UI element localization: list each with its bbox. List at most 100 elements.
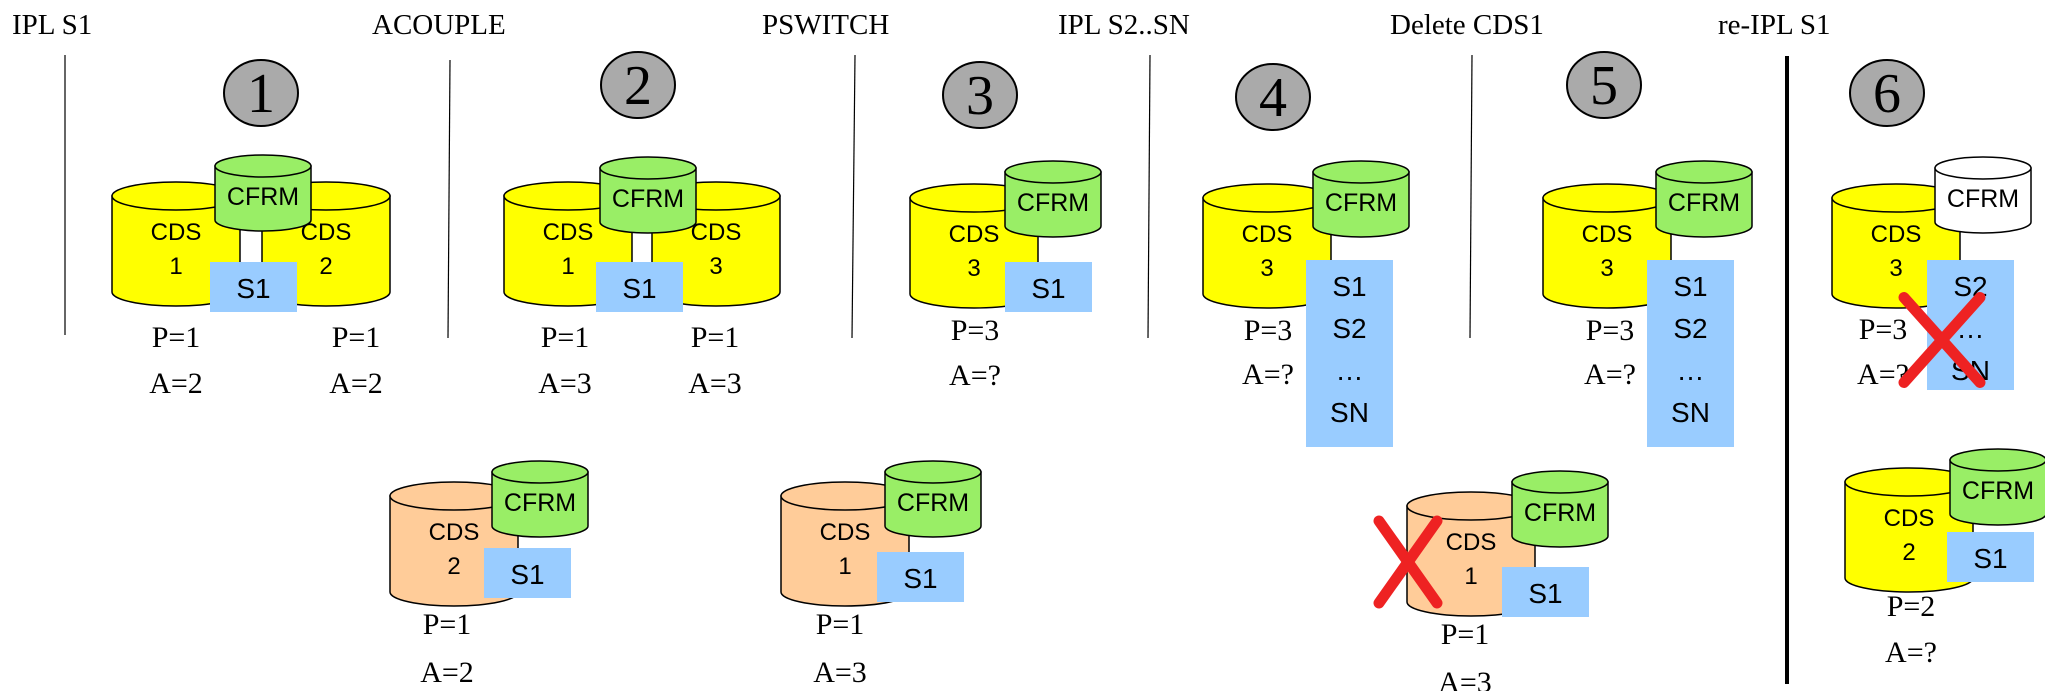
primary-value: P=2 — [1887, 590, 1936, 623]
step-separator-line — [1469, 54, 1473, 339]
cylinder-top — [1949, 448, 2045, 472]
primary-value: P=3 — [951, 314, 1000, 347]
step-number-circle-icon: 1 — [223, 59, 299, 127]
cds-label: 3 — [1889, 255, 1902, 282]
step-number-circle-icon: 4 — [1235, 63, 1311, 131]
cylinder-body — [1655, 171, 1753, 238]
system-name: S1 — [1528, 578, 1562, 609]
cfrm-label: CFRM — [612, 185, 684, 213]
cds-label: 3 — [1600, 255, 1613, 282]
cylinder-top — [884, 460, 982, 484]
cfrm-label: CFRM — [227, 183, 299, 211]
cross-stroke — [1373, 515, 1443, 609]
cfrm-label: CFRM — [1325, 189, 1397, 217]
cds-label: 2 — [447, 553, 460, 580]
system-name: S1 — [1673, 271, 1707, 302]
cds-label: 1 — [169, 253, 182, 280]
alternate-value: A=2 — [329, 367, 383, 400]
cylinder-body — [1844, 481, 1974, 593]
alternate-value: A=? — [1584, 358, 1636, 391]
step-number: 4 — [1259, 67, 1287, 129]
system-name: S1 — [1332, 271, 1366, 302]
primary-value: P=3 — [1244, 314, 1293, 347]
cds-dataset-icon — [1542, 183, 1672, 309]
system-box — [1306, 260, 1393, 447]
cds-label: 1 — [1464, 563, 1477, 590]
system-name: … — [1677, 355, 1705, 386]
system-name: … — [1336, 355, 1364, 386]
step-circle — [223, 59, 299, 127]
cds-label: CDS — [949, 221, 1000, 248]
alternate-value: A=3 — [688, 367, 742, 400]
cylinder-body — [1949, 459, 2045, 526]
cds-dataset-icon — [1844, 467, 1974, 593]
cfrm-dataset-icon — [1511, 470, 1609, 548]
cfrm-label: CFRM — [1962, 477, 2034, 505]
step-header-label: IPL S2..SN — [1058, 9, 1190, 41]
system-name: S1 — [622, 273, 656, 304]
system-name: S2 — [1332, 313, 1366, 344]
primary-value: P=3 — [1859, 313, 1908, 346]
cylinder-top — [491, 460, 589, 484]
cds-label: CDS — [1242, 221, 1293, 248]
primary-value: P=1 — [1441, 618, 1490, 651]
cds-label: 3 — [709, 253, 722, 280]
step-number: 1 — [247, 63, 275, 125]
step-number-circle-icon: 3 — [942, 61, 1018, 129]
cfrm-label: CFRM — [504, 489, 576, 517]
cylinder-top — [214, 154, 312, 178]
step-header-label: PSWITCH — [762, 9, 889, 41]
cylinder-body — [1934, 167, 2032, 234]
cylinder-top — [1202, 183, 1332, 213]
cds-dataset-icon — [111, 181, 241, 307]
cfrm-dataset-icon — [1312, 160, 1410, 238]
alternate-value: A=3 — [538, 367, 592, 400]
cds-label: 3 — [1260, 255, 1273, 282]
cds-label: 2 — [319, 253, 332, 280]
step-circle — [600, 51, 676, 119]
step-number-circle-icon: 2 — [600, 51, 676, 119]
primary-value: P=1 — [541, 321, 590, 354]
system-box — [210, 262, 297, 312]
cds-label: 1 — [838, 553, 851, 580]
step-separator-line — [851, 54, 856, 339]
cylinder-top — [1312, 160, 1410, 184]
alternate-value: A=? — [949, 359, 1001, 392]
primary-value: P=1 — [816, 608, 865, 641]
cds-label: 2 — [1902, 539, 1915, 566]
step-header-label: IPL S1 — [12, 9, 92, 41]
cds-label: CDS — [429, 519, 480, 546]
system-name: SN — [1671, 397, 1710, 428]
system-name: SN — [1330, 397, 1369, 428]
step-circle — [1235, 63, 1311, 131]
alternate-value: A=? — [1242, 358, 1294, 391]
step-header-label: Delete CDS1 — [1390, 9, 1544, 41]
system-box — [1947, 532, 2034, 582]
cfrm-label: CFRM — [1524, 499, 1596, 527]
system-box — [1005, 262, 1092, 312]
step-separator-line — [447, 59, 451, 339]
cfrm-label: CFRM — [897, 489, 969, 517]
system-name: S1 — [510, 559, 544, 590]
cfrm-label: CFRM — [1668, 189, 1740, 217]
cylinder-top — [599, 156, 697, 180]
cfrm-dataset-icon — [599, 156, 697, 234]
cylinder-body — [1312, 171, 1410, 238]
system-name: S1 — [1031, 273, 1065, 304]
step-circle — [1566, 51, 1642, 119]
system-box — [596, 262, 683, 312]
cds-label: CDS — [543, 219, 594, 246]
cylinder-body — [491, 471, 589, 538]
step-circle — [942, 61, 1018, 129]
system-box — [1647, 260, 1734, 447]
system-name: S1 — [1973, 543, 2007, 574]
step-header-label: re-IPL S1 — [1718, 9, 1831, 41]
system-box — [1502, 567, 1589, 617]
step-number: 6 — [1873, 63, 1901, 125]
